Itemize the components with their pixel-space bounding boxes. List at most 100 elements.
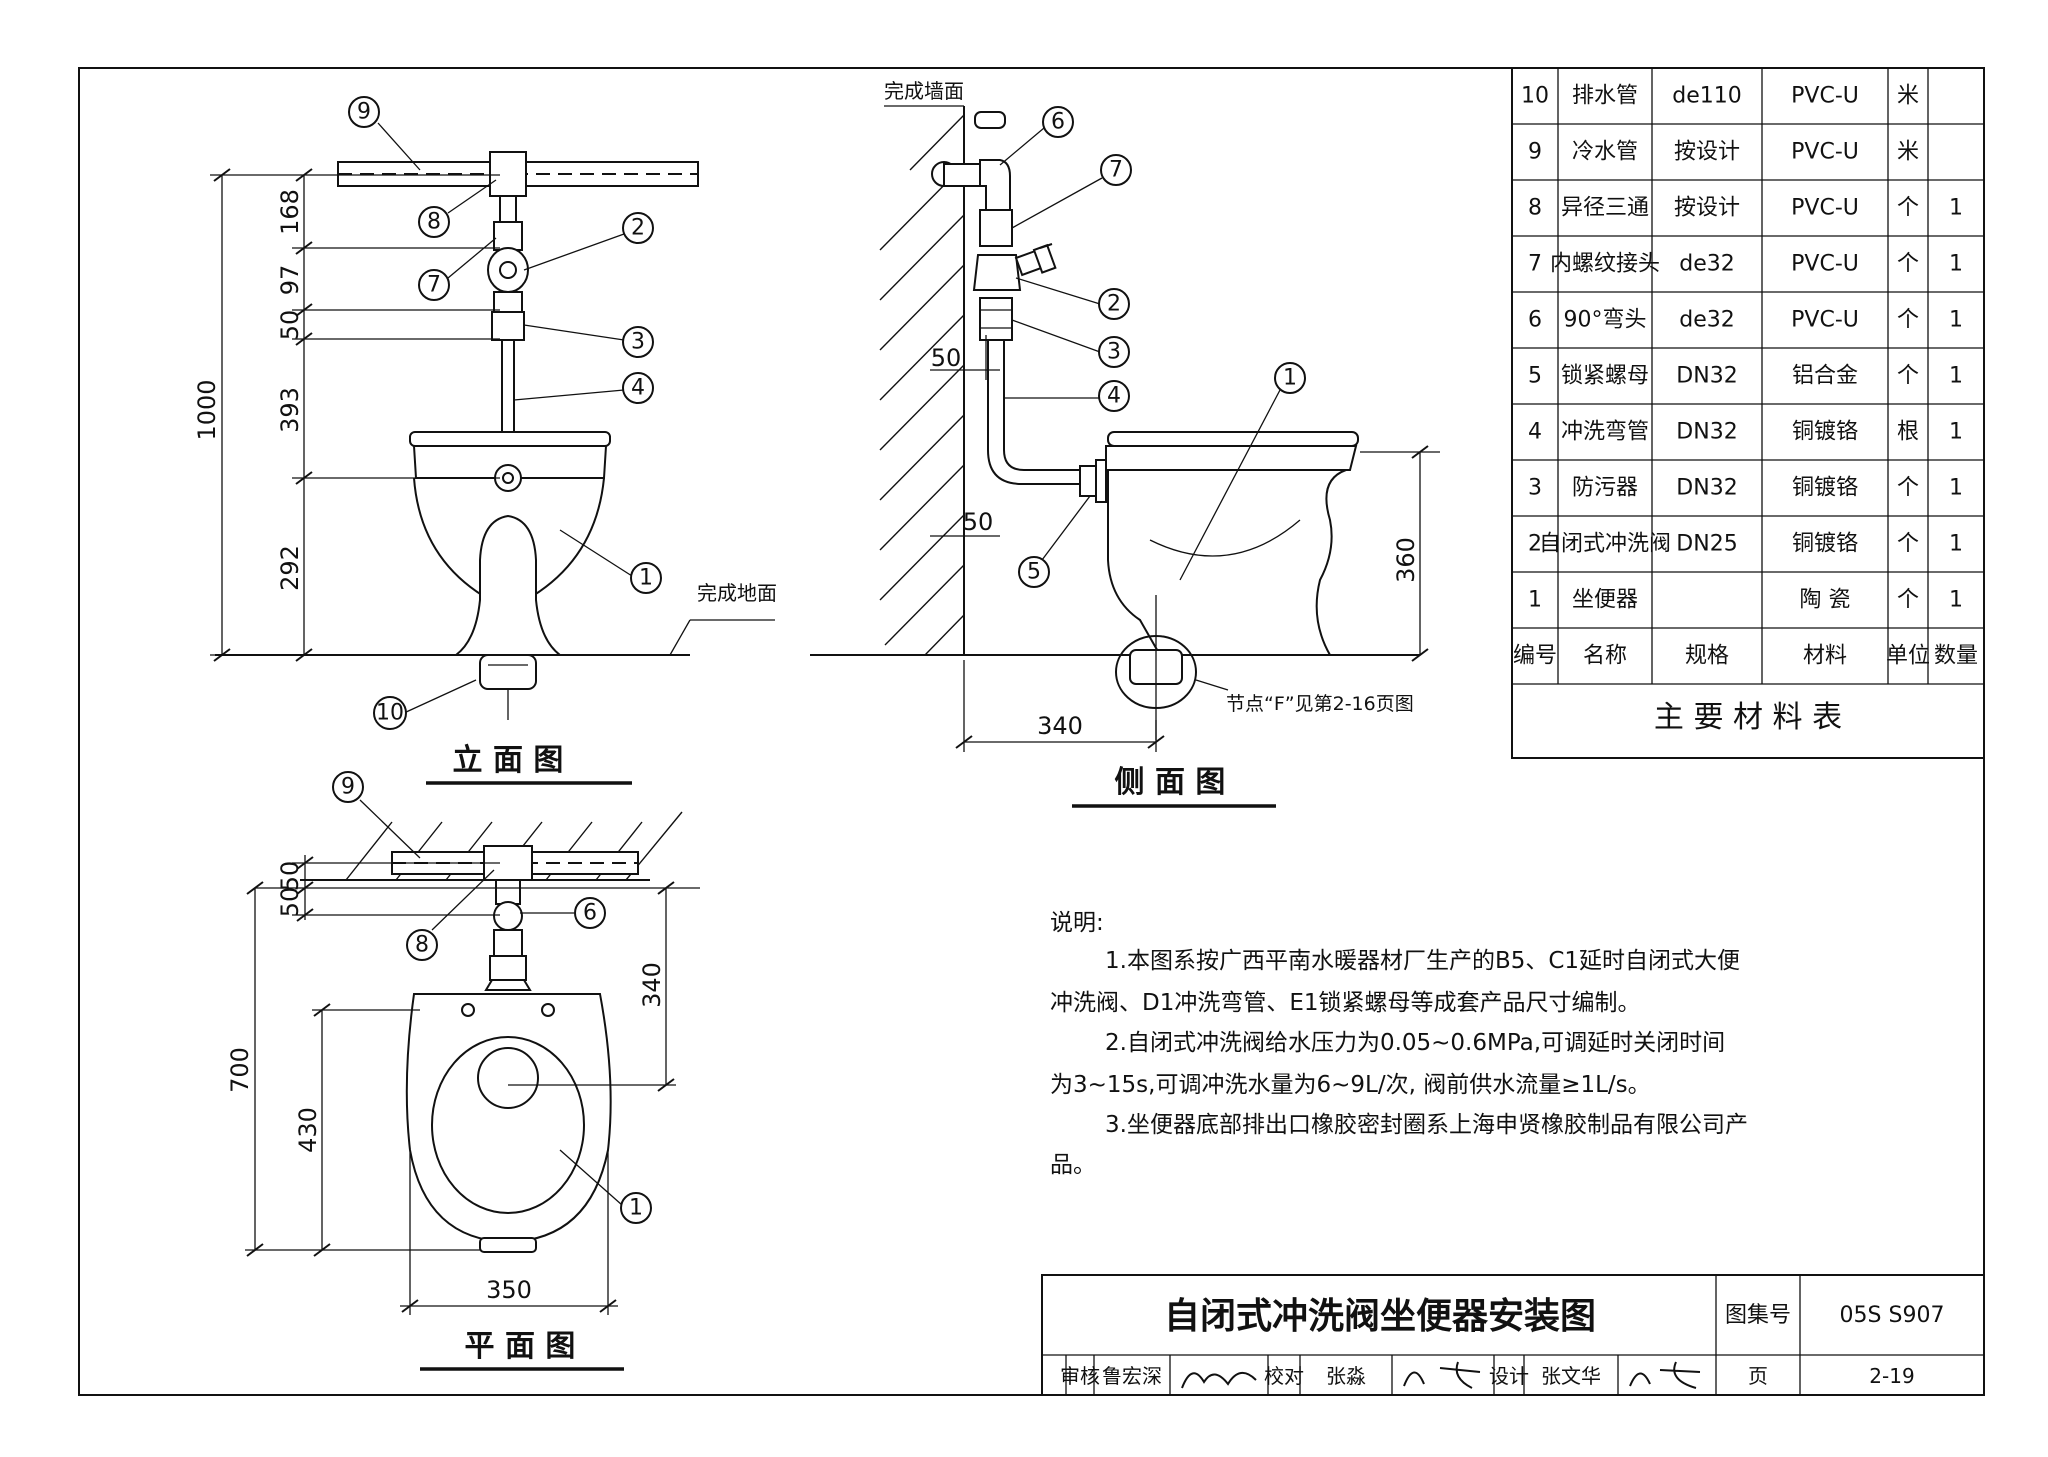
notes-line-6: 品。 — [1050, 1152, 1096, 1178]
elev-callout-1: 1 — [639, 566, 653, 591]
elevation-title: 立 面 图 — [453, 743, 564, 778]
side-dim-360: 360 — [1392, 537, 1420, 583]
table-cell-unit: 个 — [1897, 476, 1919, 501]
plan-callout-8: 8 — [415, 933, 429, 958]
table-cell-unit: 根 — [1897, 420, 1919, 445]
elev-callout-2: 2 — [631, 216, 645, 241]
elev-callout-4: 4 — [631, 376, 645, 401]
table-cell-spec: de110 — [1672, 84, 1742, 109]
table-cell-spec: DN32 — [1676, 476, 1737, 501]
table-cell-material: PVC-U — [1791, 252, 1859, 277]
notes-line-5: 3.坐便器底部排出口橡胶密封圈系上海申贤橡胶制品有限公司产 — [1105, 1112, 1748, 1138]
notes-title: 说明: — [1050, 910, 1104, 936]
table-header-name: 名称 — [1583, 644, 1627, 669]
table-cell-no: 5 — [1528, 364, 1542, 389]
elev-callout-9: 9 — [357, 100, 371, 125]
table-cell-spec: DN32 — [1676, 364, 1737, 389]
table-cell-spec: DN25 — [1676, 532, 1737, 557]
table-cell-material: PVC-U — [1791, 308, 1859, 333]
table-cell-spec: 按设计 — [1674, 140, 1740, 165]
table-cell-material: 铝合金 — [1792, 364, 1858, 389]
table-cell-spec: 按设计 — [1674, 196, 1740, 221]
side-title: 侧 面 图 — [1115, 765, 1226, 800]
side-dim-50-lower: 50 — [963, 508, 994, 536]
table-cell-name: 90°弯头 — [1564, 308, 1647, 333]
drawing-title: 自闭式冲洗阀坐便器安装图 — [1164, 1296, 1596, 1337]
table-cell-name: 排水管 — [1572, 84, 1638, 109]
table-cell-name: 防污器 — [1572, 476, 1638, 501]
elev-dim-393: 393 — [276, 387, 304, 433]
plan-dim-50-upper: 50 — [276, 861, 304, 892]
elev-dim-1000: 1000 — [193, 379, 221, 440]
review-label: 审核 — [1060, 1364, 1100, 1388]
finished-wall-label: 完成墙面 — [884, 79, 964, 103]
table-cell-spec: de32 — [1679, 308, 1735, 333]
side-dim-340: 340 — [1037, 712, 1083, 740]
designer-signature — [1629, 1361, 1701, 1389]
elev-callout-8: 8 — [427, 210, 441, 235]
elevation-view: 完成地面 168 97 50 393 1000 292 9 8 — [193, 96, 777, 785]
table-cell-spec: DN32 — [1676, 420, 1737, 445]
designer-name: 张文华 — [1541, 1364, 1601, 1388]
table-cell-unit: 个 — [1897, 364, 1919, 389]
table-cell-no: 4 — [1528, 420, 1542, 445]
notes-line-4: 为3~15s,可调冲洗水量为6~9L/次, 阀前供水流量≥1L/s。 — [1050, 1072, 1651, 1098]
design-label: 设计 — [1489, 1364, 1529, 1388]
elev-dim-50: 50 — [276, 310, 304, 341]
node-reference: 节点“F”见第2-16页图 — [1226, 693, 1414, 715]
side-dim-50-upper: 50 — [931, 344, 962, 372]
table-cell-unit: 个 — [1897, 532, 1919, 557]
side-callout-4: 4 — [1107, 384, 1121, 409]
reviewer-name: 鲁宏深 — [1102, 1364, 1162, 1388]
table-cell-qty: 1 — [1949, 364, 1963, 389]
plan-view: 50 50 340 700 430 350 9 8 6 1 平 面 图 — [226, 771, 700, 1371]
table-cell-qty: 1 — [1949, 476, 1963, 501]
table-cell-unit: 个 — [1897, 252, 1919, 277]
table-cell-no: 8 — [1528, 196, 1542, 221]
table-cell-name: 坐便器 — [1572, 588, 1638, 613]
plan-dim-350: 350 — [486, 1276, 532, 1304]
elev-dim-97: 97 — [276, 265, 304, 296]
table-cell-qty: 1 — [1949, 252, 1963, 277]
table-cell-no: 10 — [1521, 84, 1549, 109]
table-cell-no: 9 — [1528, 140, 1542, 165]
page-label: 页 — [1748, 1364, 1768, 1388]
plan-callout-6: 6 — [583, 901, 597, 926]
checker-signature — [1403, 1361, 1481, 1389]
table-cell-name: 锁紧螺母 — [1561, 364, 1649, 389]
table-cell-qty: 1 — [1949, 196, 1963, 221]
table-cell-unit: 个 — [1897, 196, 1919, 221]
table-cell-spec: de32 — [1679, 252, 1735, 277]
table-cell-unit: 米 — [1897, 84, 1919, 109]
table-cell-material: PVC-U — [1791, 140, 1859, 165]
side-callout-7: 7 — [1109, 158, 1123, 183]
table-header-qty: 数量 — [1934, 644, 1978, 669]
plan-dim-430: 430 — [294, 1107, 322, 1153]
check-label: 校对 — [1264, 1364, 1304, 1388]
table-header-unit: 单位 — [1886, 644, 1930, 669]
table-cell-no: 7 — [1528, 252, 1542, 277]
table-cell-material: 铜镀铬 — [1792, 476, 1858, 501]
table-cell-qty: 1 — [1949, 532, 1963, 557]
elev-callout-3: 3 — [631, 330, 645, 355]
table-header-material: 材料 — [1803, 644, 1847, 669]
finished-floor-label: 完成地面 — [697, 581, 777, 605]
side-callout-6: 6 — [1051, 110, 1065, 135]
table-cell-name: 异径三通 — [1561, 196, 1649, 221]
table-cell-material: 陶 瓷 — [1800, 588, 1851, 613]
table-header-spec: 规格 — [1685, 644, 1729, 669]
table-cell-material: 铜镀铬 — [1792, 420, 1858, 445]
elev-dim-168: 168 — [276, 189, 304, 235]
title-block: 自闭式冲洗阀坐便器安装图 图集号 05S S907 审核 鲁宏深 校对 张淼 设… — [1041, 1274, 1985, 1396]
side-callout-3: 3 — [1107, 340, 1121, 365]
side-view: 完成墙面 — [810, 79, 1440, 808]
side-callout-1: 1 — [1283, 366, 1297, 391]
reviewer-signature — [1181, 1372, 1257, 1389]
plan-dim-50-lower: 50 — [276, 887, 304, 918]
side-callout-2: 2 — [1107, 292, 1121, 317]
plan-callout-1: 1 — [629, 1196, 643, 1221]
table-cell-qty: 1 — [1949, 420, 1963, 445]
materials-caption: 主 要 材 料 表 — [1654, 700, 1842, 735]
